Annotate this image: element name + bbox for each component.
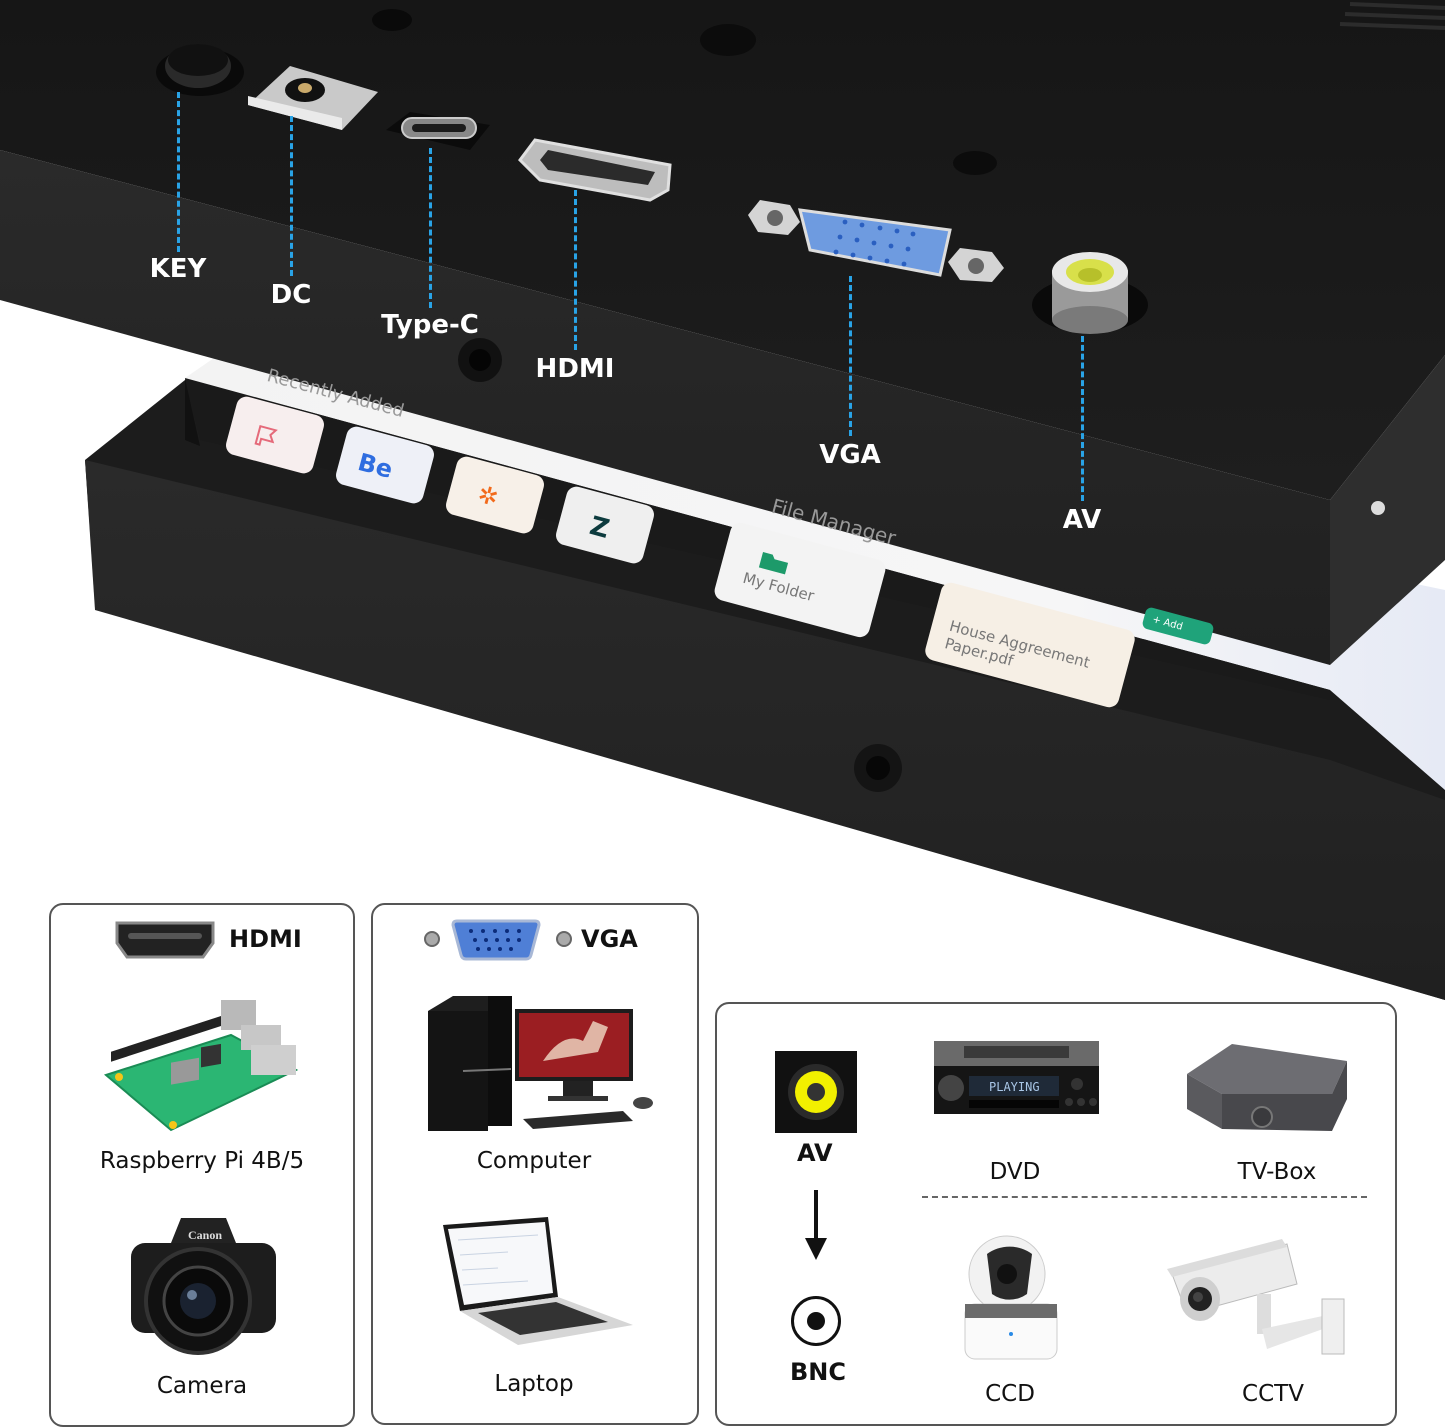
vga-card-title: VGA bbox=[581, 925, 638, 953]
leader-line-typec bbox=[429, 148, 432, 308]
port-label-vga: VGA bbox=[819, 440, 881, 470]
desktop-computer-icon bbox=[428, 996, 653, 1131]
av-rca-icon bbox=[775, 1051, 857, 1133]
device-label-dvd: DVD bbox=[989, 1159, 1041, 1185]
port-label-hdmi: HDMI bbox=[535, 354, 615, 384]
laptop-icon bbox=[443, 1217, 633, 1345]
leader-line-dc bbox=[290, 116, 293, 276]
dvd-player-icon: PLAYING bbox=[934, 1041, 1099, 1114]
port-label-av: AV bbox=[1062, 505, 1102, 535]
ccd-camera-icon bbox=[964, 1235, 1058, 1360]
leader-line-av bbox=[1081, 336, 1084, 501]
device-label-tv-box: TV-Box bbox=[1237, 1159, 1317, 1185]
hdmi-compat-card: HDMI Raspberry Pi 4B/5 Canon Camera bbox=[49, 903, 355, 1427]
device-label-laptop: Laptop bbox=[494, 1371, 574, 1397]
port-label-dc: DC bbox=[270, 280, 312, 310]
svg-text:Canon: Canon bbox=[188, 1228, 222, 1242]
device-label-computer: Computer bbox=[476, 1148, 592, 1174]
port-label-key: KEY bbox=[149, 254, 207, 284]
arrow-head bbox=[805, 1238, 827, 1260]
port-label-typec: Type-C bbox=[381, 310, 479, 340]
dslr-camera-icon: Canon bbox=[131, 1218, 276, 1355]
arrow-down-icon bbox=[814, 1190, 818, 1240]
vga-port-icon bbox=[424, 919, 572, 961]
device-label-raspberry-pi: Raspberry Pi 4B/5 bbox=[99, 1148, 305, 1174]
leader-line-hdmi bbox=[574, 190, 577, 350]
bnc-target-label: BNC bbox=[790, 1358, 846, 1386]
hdmi-port-icon bbox=[115, 921, 215, 959]
hdmi-card-title: HDMI bbox=[229, 925, 302, 953]
av-source-label: AV bbox=[797, 1139, 833, 1167]
dvd-display-text: PLAYING bbox=[989, 1080, 1040, 1094]
raspberry-pi-board-icon bbox=[103, 1000, 299, 1132]
device-label-camera: Camera bbox=[156, 1373, 248, 1399]
tv-box-icon bbox=[1187, 1044, 1347, 1131]
divider-dashed bbox=[922, 1196, 1367, 1198]
device-label-ccd: CCD bbox=[985, 1381, 1035, 1407]
vga-compat-card: VGA Computer Laptop bbox=[371, 903, 699, 1425]
cctv-camera-icon bbox=[1167, 1239, 1345, 1355]
device-label-cctv: CCTV bbox=[1242, 1381, 1304, 1407]
leader-line-key bbox=[177, 92, 180, 252]
av-compat-card: AV BNC PLAYING DVD TV-Box CCD bbox=[715, 1002, 1397, 1426]
leader-line-vga bbox=[849, 276, 852, 436]
bnc-connector-icon bbox=[791, 1296, 841, 1346]
